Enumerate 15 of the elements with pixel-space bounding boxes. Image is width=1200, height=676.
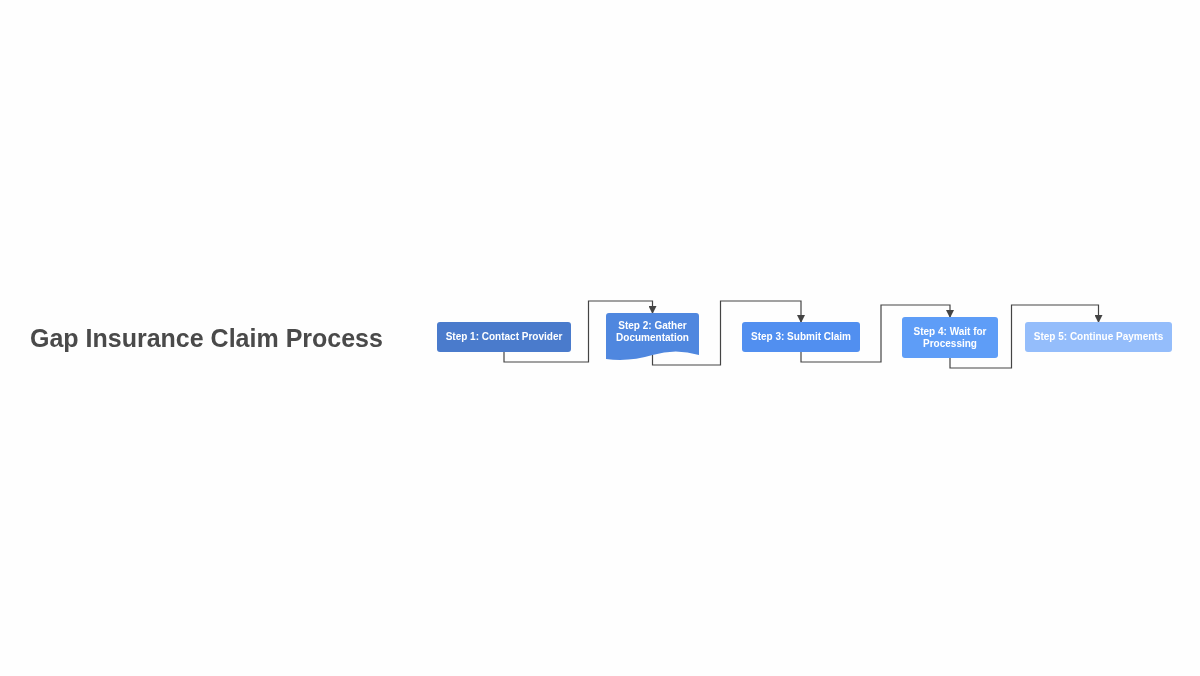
connector-arrow [949,304,1103,369]
step-label: Step 5: Continue Payments [1033,331,1164,343]
step-label: Step 3: Submit Claim [751,331,851,343]
step-label: Step 2: Gather Documentation [615,320,690,344]
diagram-title: Gap Insurance Claim Process [30,323,383,354]
connector-arrow [800,304,954,363]
process-box [742,322,860,352]
connector-arrow [503,300,657,363]
document-shape [606,313,699,361]
step-label: Step 1: Contact Provider [445,331,563,343]
connector-arrow [651,300,805,366]
process-box [437,322,571,352]
process-box [1025,322,1172,352]
process-box [902,317,998,358]
step-label: Step 4: Wait for Processing [912,325,988,350]
